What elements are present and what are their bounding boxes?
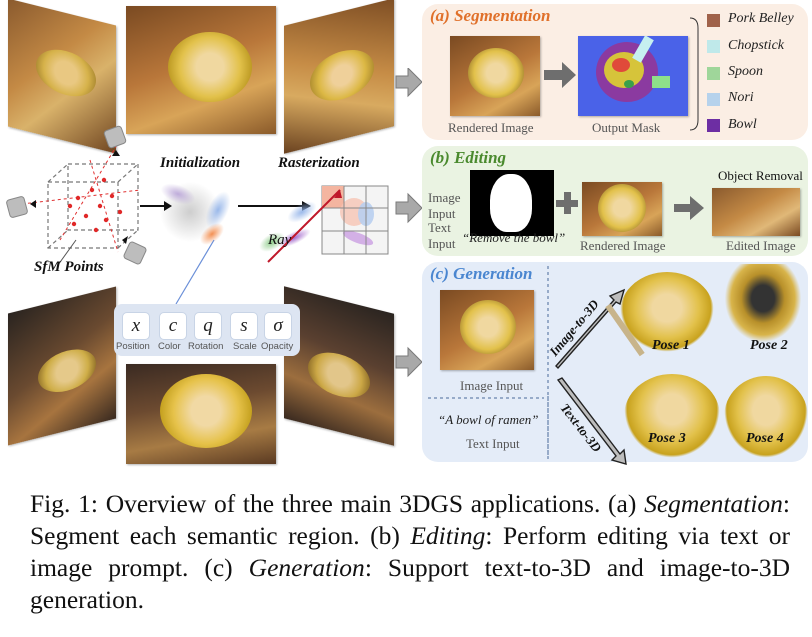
pose-2-render (718, 264, 808, 350)
param-scale-label: Scale (233, 341, 257, 352)
pose-4-render (724, 376, 808, 458)
param-position-label: Position (116, 341, 150, 352)
param-opacity-symbol: σ (264, 312, 292, 340)
figure-caption: Fig. 1: Overview of the three main 3DGS … (30, 488, 790, 616)
param-opacity-label: Opacity (261, 341, 294, 352)
editing-image-input-line1: Image (428, 190, 461, 205)
editing-image-input-line2: Input (428, 206, 456, 221)
editing-rendered-image (582, 182, 662, 236)
editing-rendered-label: Rendered Image (580, 238, 666, 253)
rasterization-label: Rasterization (278, 155, 360, 171)
generation-title: (c) Generation (430, 264, 533, 283)
gaussian-blobs (160, 182, 231, 245)
param-rotation-symbol: q (194, 312, 222, 340)
seg-rendered-label: Rendered Image (448, 120, 534, 135)
editing-prompt: “Remove the bowl” (462, 230, 566, 245)
pose-1-label: Pose 1 (652, 338, 690, 353)
editing-mask-image (470, 170, 554, 236)
gen-image-input-label: Image Input (460, 378, 524, 393)
initialization-label: Initialization (160, 155, 241, 171)
gen-input-image (440, 290, 534, 370)
edit-arrow (674, 196, 704, 220)
editing-text-input-line1: Text (428, 220, 451, 235)
legend-label-spoon: Spoon (728, 64, 763, 79)
editing-edited-label: Edited Image (726, 238, 796, 253)
panel-arrows (395, 68, 423, 378)
rasterization-diagram (259, 185, 389, 263)
pose-1-render (620, 272, 714, 352)
pose-3-render (624, 374, 720, 458)
editing-text-input-label: Text Input (428, 220, 455, 252)
view-photo-bottom-center (126, 364, 276, 464)
editing-text-input-line2: Input (428, 236, 456, 251)
legend-swatch-spoon (707, 67, 720, 80)
caption-edit-word: Editing (410, 521, 486, 550)
caption-fig: Fig. 1: Overview of the three main 3DGS … (30, 489, 645, 518)
legend-swatch-pork-belley (707, 14, 720, 27)
sfm-points-label: SfM Points (34, 259, 104, 275)
editing-edited-image (712, 188, 800, 236)
pose-4-label: Pose 4 (746, 431, 784, 446)
editing-title: (b) Editing (430, 148, 507, 167)
legend-swatch-bowl (707, 119, 720, 132)
gen-text-input-label: Text Input (466, 436, 520, 451)
object-removal-label: Object Removal (718, 168, 803, 183)
view-photo-bottom-left (8, 286, 116, 446)
segmentation-title: (a) Segmentation (430, 6, 551, 25)
editing-image-input-label: Image Input (428, 190, 460, 222)
param-position-symbol: x (122, 312, 150, 340)
sfm-cube-diagram (6, 125, 147, 266)
caption-gen-word: Generation (248, 553, 365, 582)
legend-label-nori: Nori (728, 90, 754, 105)
caption-seg-text: : Segment each semantic region. (b) (30, 489, 790, 550)
view-photo-top-right (284, 0, 394, 154)
seg-arrow (544, 62, 576, 88)
gen-divider-lines (428, 394, 549, 460)
param-color-symbol: c (159, 312, 187, 340)
seg-output-mask (578, 36, 688, 116)
gen-prompt: “A bowl of ramen” (438, 412, 539, 427)
legend-label-pork-belley: Pork Belley (728, 11, 794, 26)
param-scale-symbol: s (230, 312, 258, 340)
plus-icon (556, 192, 578, 214)
legend-bracket (689, 17, 699, 131)
gen-vertical-divider (547, 266, 549, 458)
legend-label-bowl: Bowl (728, 117, 757, 132)
view-photo-top-center (126, 6, 276, 134)
legend-label-chopstick: Chopstick (728, 38, 784, 53)
seg-rendered-image (450, 36, 540, 116)
param-pointer-line (175, 239, 215, 305)
param-rotation-label: Rotation (188, 341, 224, 352)
legend-swatch-nori (707, 93, 720, 106)
seg-mask-label: Output Mask (592, 120, 661, 135)
pose-2-label: Pose 2 (750, 338, 788, 353)
caption-gen-text: : Support text-to-3D and image-to-3D gen… (30, 553, 790, 614)
param-color-label: Color (158, 341, 181, 352)
ray-label: Ray (268, 232, 292, 248)
caption-edit-text: : Perform editing via text or image prom… (30, 521, 790, 582)
legend-swatch-chopstick (707, 40, 720, 53)
pose-3-label: Pose 3 (648, 431, 686, 446)
caption-seg-word: Segmentation (644, 489, 783, 518)
view-photo-bottom-right (284, 286, 394, 446)
